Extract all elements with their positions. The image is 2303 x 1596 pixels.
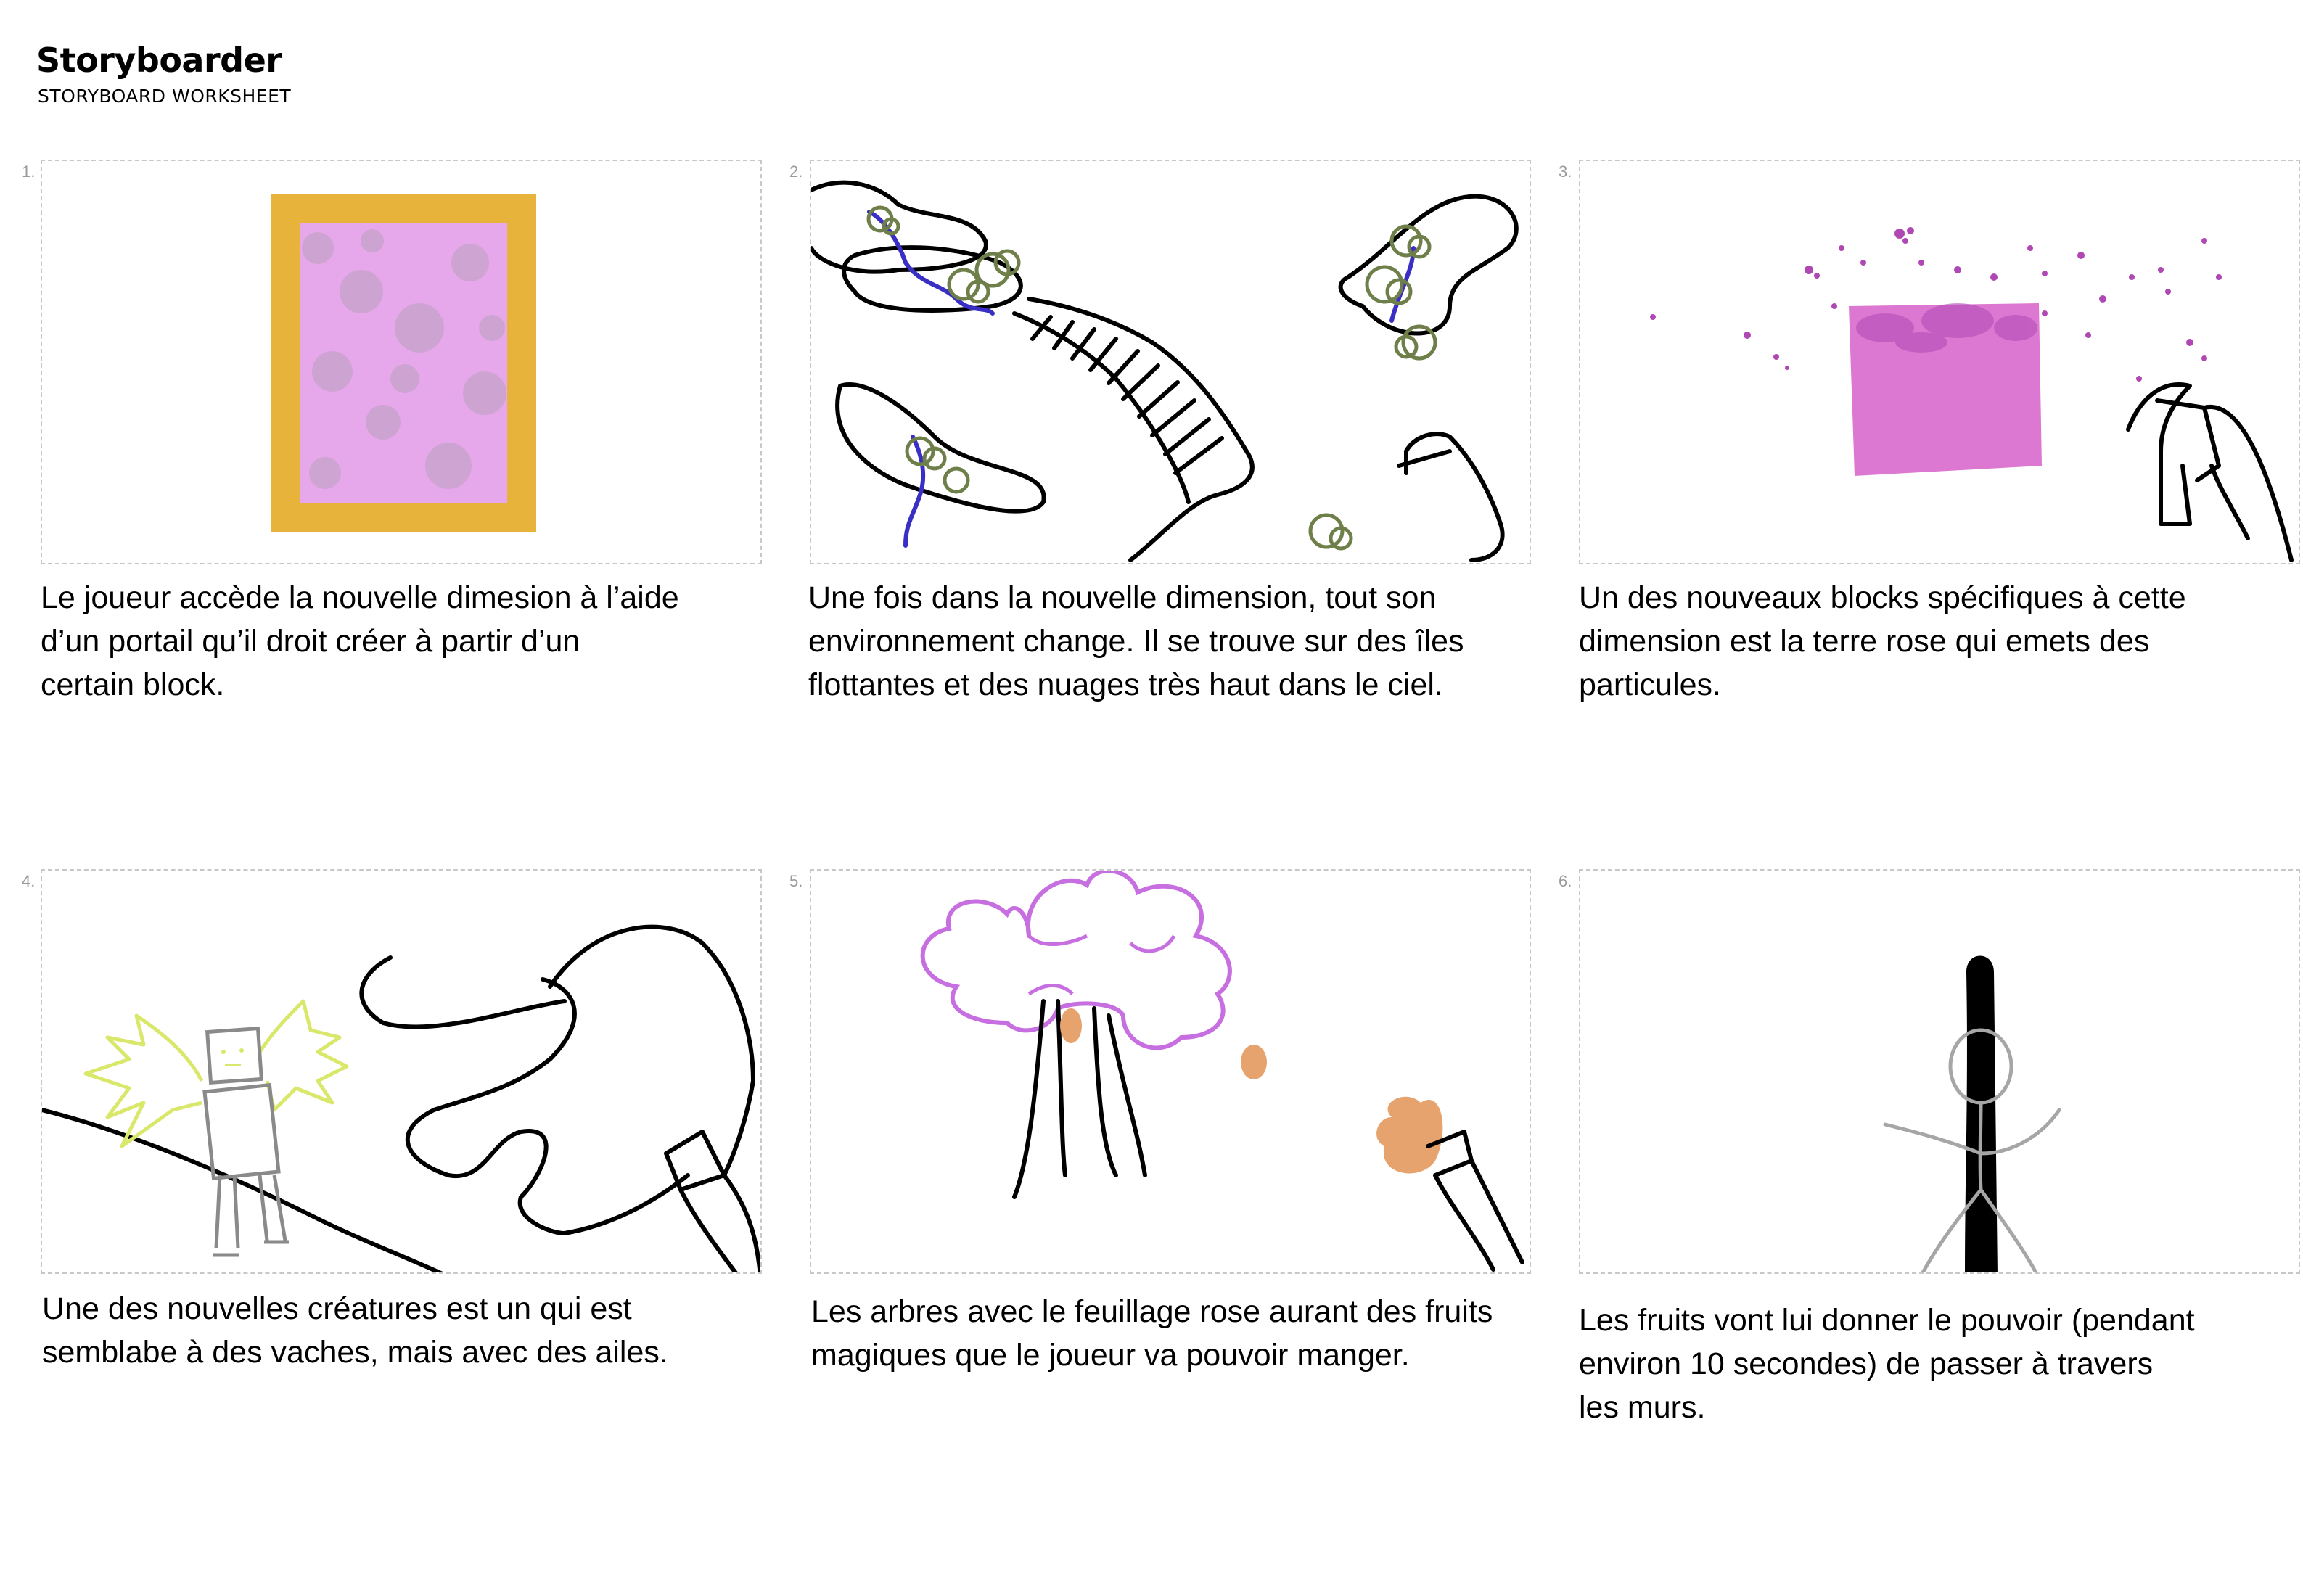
caption-line: dimension est la terre rose qui emets de… — [1579, 624, 2150, 659]
panel-number: 4. — [22, 872, 36, 890]
caption-line: particules. — [1579, 667, 1721, 702]
wall-phasing-drawing — [1883, 955, 2061, 1272]
caption-line: environnement change. Il se trouve sur d… — [808, 624, 1464, 659]
caption-line: les murs. — [1579, 1390, 1706, 1425]
portal-texture — [302, 229, 506, 489]
caption-line: Un des nouveaux blocks spécifiques à cet… — [1579, 580, 2186, 615]
storyboard-frame-5[interactable] — [810, 869, 1531, 1274]
panel-number: 2. — [789, 163, 803, 181]
storyboard-frame-1[interactable] — [41, 160, 762, 564]
tree-foliage — [920, 871, 1232, 1050]
winged-creature-drawing — [42, 924, 760, 1272]
storyboard-frame-2[interactable] — [810, 160, 1531, 564]
block-texture — [1856, 303, 2037, 353]
caption-line: environ 10 secondes) de passer à travers — [1579, 1346, 2154, 1381]
floating-islands-drawing — [811, 180, 1519, 562]
caption-line: Les fruits vont lui donner le pouvoir (p… — [1579, 1303, 2195, 1338]
caption-line: Une des nouvelles créatures est un qui e… — [42, 1291, 632, 1326]
caption-line: Les arbres avec le feuillage rose aurant… — [811, 1294, 1493, 1329]
pink-block — [1849, 303, 2042, 476]
caption-line: semblabe à des vaches, mais avec des ail… — [42, 1335, 668, 1370]
caption-panel-2: Une fois dans la nouvelle dimension, tou… — [808, 576, 1541, 707]
panel-number: 3. — [1559, 163, 1572, 181]
storyboard-frame-3[interactable] — [1579, 160, 2300, 564]
ghost-figure — [1883, 1028, 2061, 1272]
panel-number: 6. — [1559, 872, 1572, 890]
app-subtitle: STORYBOARD WORKSHEET — [38, 86, 292, 107]
caption-panel-3: Un des nouveaux blocks spécifiques à cet… — [1579, 576, 2303, 707]
bridge-planks — [1030, 315, 1224, 475]
app-title: Storyboarder — [36, 41, 282, 80]
panel-number: 5. — [789, 872, 803, 890]
caption-panel-1: Le joueur accède la nouvelle dimesion à … — [41, 576, 773, 707]
caption-panel-6: Les fruits vont lui donner le pouvoir (p… — [1579, 1299, 2303, 1429]
creature-wings — [83, 999, 349, 1148]
creature-face — [221, 1048, 244, 1066]
storyboard-frame-6[interactable] — [1579, 869, 2300, 1274]
caption-line: magiques que le joueur va pouvoir manger… — [811, 1338, 1410, 1373]
pink-tree-drawing — [920, 871, 1524, 1272]
caption-panel-5: Les arbres avec le feuillage rose aurant… — [811, 1290, 1544, 1377]
caption-panel-4: Une des nouvelles créatures est un qui e… — [42, 1287, 775, 1374]
pink-block-drawing — [1650, 227, 2294, 562]
caption-line: d’un portail qu’il droit créer à partir … — [41, 624, 580, 659]
fruits — [1060, 1008, 1443, 1174]
panel-number: 1. — [22, 163, 36, 181]
caption-line: Une fois dans la nouvelle dimension, tou… — [808, 580, 1437, 615]
caption-line: flottantes et des nuages très haut dans … — [808, 667, 1443, 702]
caption-line: certain block. — [41, 667, 225, 702]
leaf-clusters — [866, 205, 1437, 551]
portal-drawing — [271, 194, 536, 532]
creature-body — [202, 1026, 289, 1257]
storyboard-frame-4[interactable] — [41, 869, 762, 1274]
caption-line: Le joueur accède la nouvelle dimesion à … — [41, 580, 679, 615]
particles — [1650, 227, 2222, 382]
